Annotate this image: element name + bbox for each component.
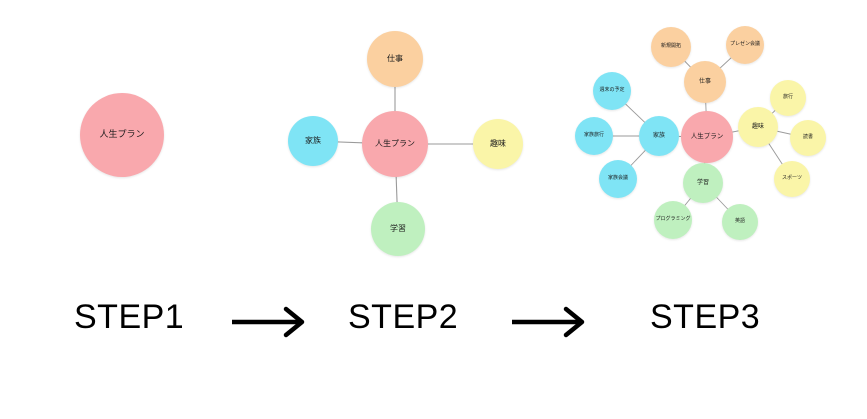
mindmap-node-label: 家族会議 xyxy=(607,175,628,182)
mindmap-node-label: 学習 xyxy=(390,223,406,233)
mindmap-node-s2-work[interactable]: 仕事 xyxy=(367,31,423,87)
mindmap-node-s1-center[interactable]: 人生プラン xyxy=(80,93,164,177)
mindmap-node-s3-study[interactable]: 学習 xyxy=(683,163,723,203)
mindmap-node-label: 人生プラン xyxy=(690,132,724,140)
mindmap-node-s3-fam-1[interactable]: 週末の予定 xyxy=(593,72,631,110)
arrow-step2-to-step3 xyxy=(508,304,594,340)
mindmap-node-s2-hobby[interactable]: 趣味 xyxy=(473,119,523,169)
mindmap-node-s3-hobby[interactable]: 趣味 xyxy=(738,107,778,147)
mindmap-node-s3-work-2[interactable]: プレゼン会議 xyxy=(726,26,764,64)
mindmap-node-label: 家族 xyxy=(305,135,321,145)
mindmap-node-label: 趣味 xyxy=(751,123,764,130)
mindmap-node-s3-hob-2[interactable]: 読書 xyxy=(790,120,826,156)
arrow-right-icon xyxy=(232,306,305,338)
mindmap-node-s2-family[interactable]: 家族 xyxy=(288,116,338,166)
mindmap-node-label: 家族旅行 xyxy=(583,132,604,139)
mindmap-node-label: 旅行 xyxy=(782,94,793,101)
mindmap-node-s2-center[interactable]: 人生プラン xyxy=(362,111,428,177)
mindmap-node-label: 英語 xyxy=(734,218,745,225)
mindmap-node-label: スポーツ xyxy=(782,175,802,182)
mindmap-node-label: 新規開拓 xyxy=(660,43,681,50)
mindmap-node-label: プレゼン会議 xyxy=(729,41,760,48)
step3-mindmap: 人生プラン 仕事家族 趣味学習 新規開拓 プレゼン会議週末の予定家族旅行家族会議 旅行読書… xyxy=(560,0,867,270)
step1-mindmap: 人生プラン xyxy=(0,0,270,270)
mindmap-node-label: 趣味 xyxy=(490,138,506,148)
mindmap-node-s3-center[interactable]: 人生プラン xyxy=(681,111,733,163)
mindmap-node-label: 仕事 xyxy=(698,78,711,85)
mindmap-node-s3-work-1[interactable]: 新規開拓 xyxy=(651,27,691,67)
mindmap-node-label: 学習 xyxy=(696,179,709,186)
mindmap-node-s3-std-2[interactable]: 英語 xyxy=(722,204,758,240)
mindmap-node-label: 仕事 xyxy=(387,53,403,63)
mindmap-node-s3-family[interactable]: 家族 xyxy=(639,116,679,156)
mindmap-node-s3-work[interactable]: 仕事 xyxy=(684,61,726,103)
mindmap-node-s3-hob-1[interactable]: 旅行 xyxy=(770,80,806,116)
mindmap-node-s3-fam-2[interactable]: 家族旅行 xyxy=(575,117,613,155)
mindmap-node-s3-fam-3[interactable]: 家族会議 xyxy=(599,160,637,198)
step1-caption: STEP1 xyxy=(74,298,185,336)
mindmap-node-s3-hob-3[interactable]: スポーツ xyxy=(774,161,810,197)
step2-mindmap: 人生プラン 仕事家族 趣味学習 xyxy=(270,0,560,270)
mindmap-node-label: プログラミング xyxy=(655,216,691,223)
step2-caption: STEP2 xyxy=(348,298,459,336)
mindmap-node-s2-study[interactable]: 学習 xyxy=(371,202,425,256)
step3-caption: STEP3 xyxy=(650,298,761,336)
arrow-right-icon xyxy=(512,306,585,338)
mindmap-node-label: 人生プラン xyxy=(99,129,145,140)
mindmap-node-label: 週末の予定 xyxy=(599,87,625,94)
mindmap-node-label: 読書 xyxy=(802,134,813,141)
step-caption-row: STEP1 STEP2 STEP3 xyxy=(0,282,867,354)
arrow-step1-to-step2 xyxy=(228,304,314,340)
mindmap-node-label: 家族 xyxy=(652,132,665,139)
mindmap-node-s3-std-1[interactable]: プログラミング xyxy=(654,201,692,239)
mindmap-node-label: 人生プラン xyxy=(375,138,415,148)
